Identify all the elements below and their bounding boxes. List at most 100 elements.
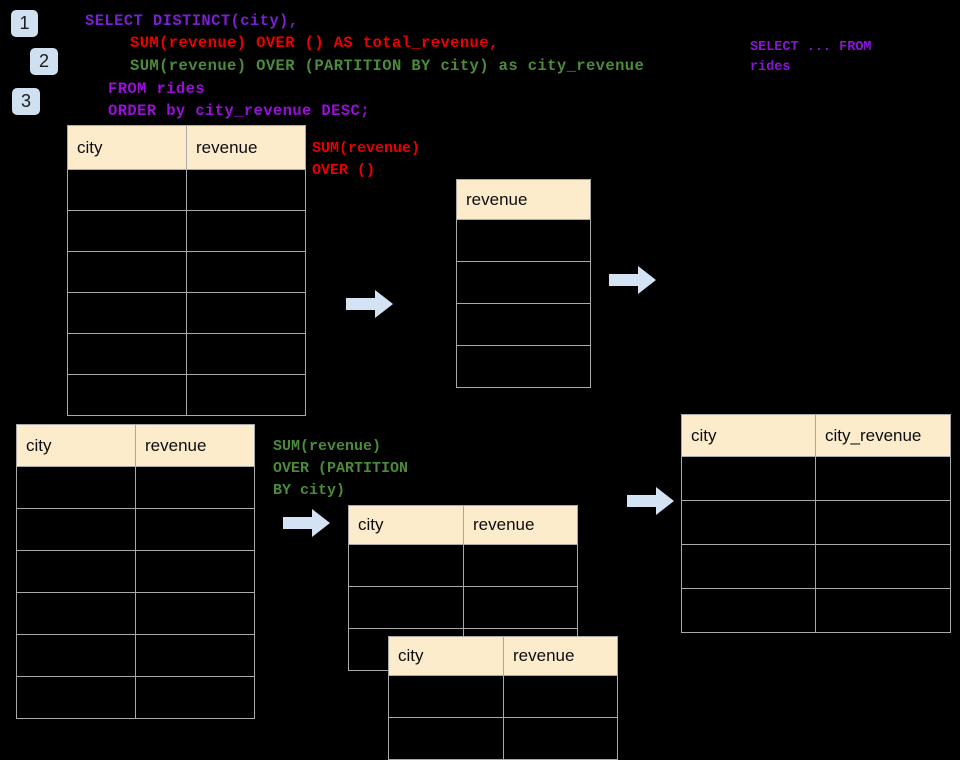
table-row	[16, 634, 255, 677]
cell-city	[67, 292, 187, 334]
sql-line-from: FROM rides	[108, 80, 206, 98]
cell-revenue	[186, 169, 306, 211]
cell-city	[67, 251, 187, 293]
table-rides-source-bottom: city revenue	[16, 424, 255, 719]
column-header-city-revenue: city_revenue	[815, 414, 951, 457]
table-row	[388, 717, 618, 760]
cell-city	[67, 169, 187, 211]
step-badge-1[interactable]: 1	[11, 10, 38, 37]
table-row	[456, 261, 591, 304]
table-row	[16, 550, 255, 593]
column-header-revenue: revenue	[503, 636, 618, 676]
cell-city-revenue	[815, 500, 951, 545]
step-badge-1-label: 1	[19, 13, 30, 33]
cell-city	[67, 333, 187, 375]
cell-revenue	[503, 717, 618, 760]
table-header-row: city revenue	[388, 636, 618, 676]
table-row	[67, 374, 306, 416]
column-header-revenue: revenue	[135, 424, 255, 467]
cell-revenue	[456, 303, 591, 346]
cell-revenue	[186, 333, 306, 375]
cell-revenue	[456, 261, 591, 304]
arrow-partition-to-result	[627, 487, 674, 515]
sql-line-select: SELECT DISTINCT(city),	[85, 12, 299, 30]
cell-city	[16, 466, 136, 509]
table-row	[681, 588, 951, 633]
table-total-revenue: revenue	[456, 179, 591, 388]
cell-city	[16, 550, 136, 593]
cell-city-revenue	[815, 544, 951, 589]
table-row	[16, 592, 255, 635]
table-row	[67, 292, 306, 334]
cell-revenue	[135, 676, 255, 719]
table-row	[456, 219, 591, 262]
cell-revenue	[456, 345, 591, 388]
cell-city	[681, 588, 816, 633]
table-row	[348, 586, 578, 629]
table-row	[16, 676, 255, 719]
cell-revenue	[135, 508, 255, 551]
annotation-total-revenue: SUM(revenue) OVER ()	[312, 140, 421, 179]
table-row	[16, 466, 255, 509]
column-header-city: city	[16, 424, 136, 467]
step-badge-2[interactable]: 2	[30, 48, 58, 75]
column-header-city: city	[388, 636, 504, 676]
table-row	[67, 333, 306, 375]
cell-revenue	[186, 210, 306, 252]
column-header-revenue: revenue	[456, 179, 591, 220]
cell-revenue	[456, 219, 591, 262]
sql-line-total-revenue: SUM(revenue) OVER () AS total_revenue,	[130, 34, 499, 52]
cell-city	[67, 374, 187, 416]
cell-city	[16, 592, 136, 635]
cell-revenue	[135, 550, 255, 593]
cell-revenue	[186, 251, 306, 293]
side-label-select-from-rides: SELECT ... FROM rides	[750, 40, 872, 75]
sql-line-order-by: ORDER by city_revenue DESC;	[108, 102, 370, 120]
table-row	[681, 500, 951, 545]
arrow-source-to-partition	[283, 509, 330, 537]
cell-revenue	[135, 592, 255, 635]
table-row	[16, 508, 255, 551]
table-row	[67, 169, 306, 211]
cell-city	[67, 210, 187, 252]
cell-city-revenue	[815, 588, 951, 633]
cell-revenue	[186, 292, 306, 334]
table-header-row: city city_revenue	[681, 414, 951, 457]
cell-city	[681, 456, 816, 501]
table-row	[456, 345, 591, 388]
cell-city	[388, 675, 504, 718]
table-row	[67, 210, 306, 252]
table-row	[388, 675, 618, 718]
table-row	[456, 303, 591, 346]
cell-city	[681, 500, 816, 545]
column-header-city: city	[67, 125, 187, 170]
table-row	[681, 544, 951, 589]
table-header-row: city revenue	[348, 505, 578, 545]
cell-city	[16, 634, 136, 677]
sql-line-city-revenue: SUM(revenue) OVER (PARTITION BY city) as…	[130, 57, 645, 75]
step-badge-2-label: 2	[38, 51, 49, 71]
arrow-source-to-total	[346, 290, 393, 318]
cell-revenue	[463, 544, 578, 587]
table-rides-source-top: city revenue	[67, 125, 306, 416]
annotation-city-revenue: SUM(revenue) OVER (PARTITION BY city)	[273, 438, 409, 499]
cell-city	[16, 676, 136, 719]
table-row	[67, 251, 306, 293]
step-badge-3[interactable]: 3	[12, 88, 40, 115]
cell-city	[388, 717, 504, 760]
cell-revenue	[186, 374, 306, 416]
table-row	[681, 456, 951, 501]
cell-city	[348, 544, 464, 587]
cell-city	[16, 508, 136, 551]
cell-city	[681, 544, 816, 589]
cell-city-revenue	[815, 456, 951, 501]
column-header-revenue: revenue	[186, 125, 306, 170]
arrow-total-to-result	[609, 266, 656, 294]
column-header-city: city	[681, 414, 816, 457]
table-header-row: revenue	[456, 179, 591, 220]
table-header-row: city revenue	[16, 424, 255, 467]
cell-city	[348, 586, 464, 629]
table-row	[348, 544, 578, 587]
column-header-city: city	[348, 505, 464, 545]
table-header-row: city revenue	[67, 125, 306, 170]
